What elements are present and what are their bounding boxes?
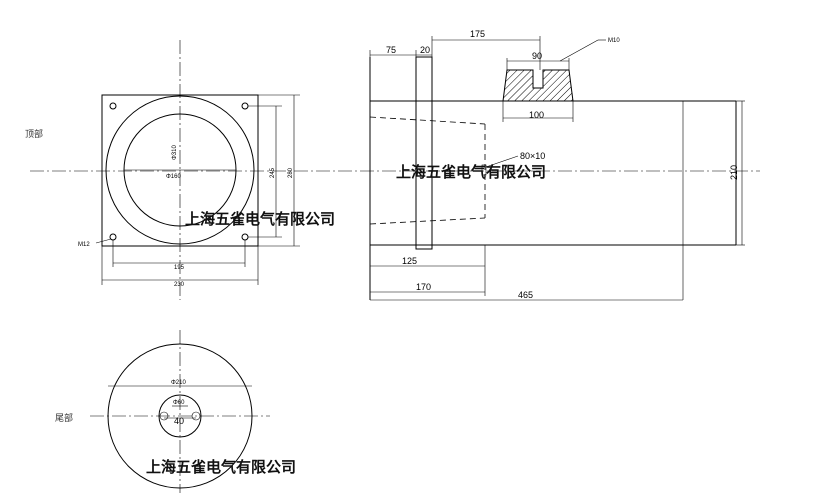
dim-210: 210 [729,165,739,180]
slot-label: 80×10 [520,151,545,161]
dim-75: 75 [386,45,396,55]
bolt-hole-tl [109,102,117,110]
bolt-label-m10: M10 [608,38,620,44]
bolt-hole-br [241,233,249,241]
dim-tail-outer: Φ210 [171,380,186,386]
bolt-hole-tr [241,102,249,110]
terminal-block [502,69,574,102]
top-view-label: 顶部 [25,128,43,140]
bolt-label-m12: M12 [78,242,90,248]
dim-125: 125 [402,256,417,266]
slot [481,164,487,176]
dim-465: 465 [518,290,533,300]
dim-outer-dia: Φ310 [172,145,178,160]
dim-outer-h: 230 [174,282,185,288]
watermark-front: 上海五雀电气有限公司 [185,210,335,228]
side-flange [415,56,433,250]
front-view: Φ310 Φ160 195 230 245 280 M12 上海五雀电气有限公司 [78,40,335,300]
dim-tail-40: 40 [174,416,184,426]
hidden-top [369,116,486,125]
m10-leader [559,39,599,62]
m12-leader [95,238,112,244]
dim-inner-dia: Φ160 [166,174,181,180]
dim-170: 170 [416,282,431,292]
dim-bolt-h: 195 [174,265,185,271]
tail-view: Φ210 Φ60 40 上海五雀电气有限公司 [90,330,296,493]
dim-20: 20 [420,45,430,55]
dim-right-inner: 245 [270,167,276,178]
slot-leader [485,155,519,168]
hidden-bottom [369,217,486,225]
dim-90: 90 [532,51,542,61]
watermark-tail: 上海五雀电气有限公司 [146,458,296,476]
tail-view-label: 尾部 [55,412,73,424]
dim-100: 100 [529,110,544,120]
dim-tail-hole: Φ60 [173,400,185,406]
side-view: 75 20 175 90 M10 100 80×10 210 125 170 [369,29,745,301]
dim-right-outer: 280 [288,167,294,178]
watermark-side: 上海五雀电气有限公司 [396,163,546,181]
dim-175: 175 [470,29,485,39]
